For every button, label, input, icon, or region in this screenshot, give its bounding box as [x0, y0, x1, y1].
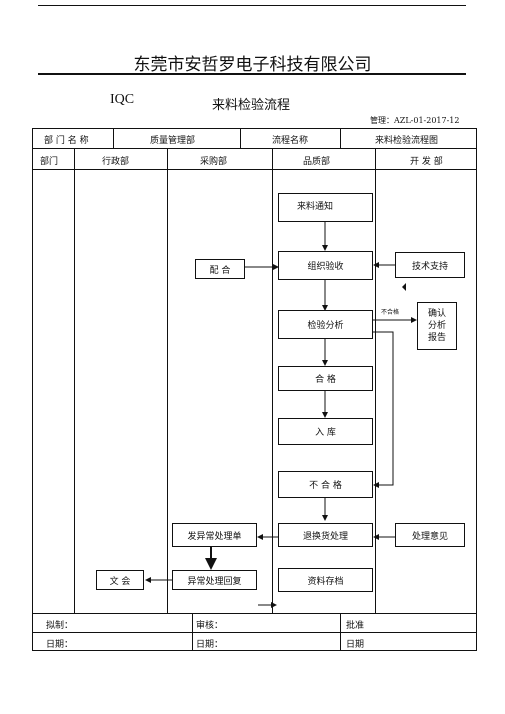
node-confirm-report: 确认 分析 报告: [417, 302, 457, 350]
node-handling-opinion: 处理意见: [395, 523, 465, 547]
col-line: [113, 128, 114, 148]
node-warehousing: 入 库: [278, 418, 373, 445]
node-document: 文 会: [96, 570, 144, 590]
lane-line: [272, 148, 273, 613]
company-underline: [38, 73, 466, 75]
dept-name-label: 部 门 名 称: [44, 136, 89, 146]
col-line: [240, 128, 241, 148]
footer-line: [192, 613, 193, 651]
node-organize-inspection: 组织验收: [278, 251, 373, 280]
footer-approved: 批准: [346, 621, 365, 631]
flow-name-label: 流程名称: [272, 136, 309, 146]
node-archive: 资料存档: [278, 568, 373, 592]
node-return-exchange: 退换货处理: [278, 523, 373, 547]
top-rule: [38, 5, 466, 6]
unqualified-note: 不合格: [381, 309, 400, 316]
col-header-rd: 开 发 部: [410, 157, 443, 167]
footer-reviewed: 审核：: [196, 621, 224, 631]
node-incoming-notice: 来料通知: [278, 193, 373, 222]
code-label: IQC: [110, 92, 135, 107]
node-qualified: 合 格: [278, 366, 373, 391]
row-line: [32, 613, 477, 614]
footer-date-1: 日期：: [46, 640, 74, 650]
col-header-dept: 部门: [40, 157, 59, 167]
form-table: [32, 128, 477, 651]
col-line: [340, 128, 341, 148]
lane-line: [74, 148, 75, 613]
node-issue-exception: 发异常处理单: [172, 523, 257, 547]
arrow-analysis-to-unqualified: [373, 331, 394, 488]
row-line: [32, 632, 477, 633]
node-cooperate: 配 合: [195, 259, 245, 279]
management-no: 管理：AZL-01-2017-12: [370, 116, 460, 125]
node-tech-support: 技术支持: [395, 252, 465, 278]
col-header-quality: 品质部: [303, 157, 331, 167]
node-unqualified: 不 合 格: [278, 471, 373, 498]
doc-title: 来料检验流程: [212, 98, 291, 113]
footer-prepared: 拟制：: [46, 621, 74, 631]
col-header-purchasing: 采购部: [200, 157, 228, 167]
row-line: [32, 148, 477, 149]
col-header-admin: 行政部: [102, 157, 130, 167]
node-inspection-analysis: 检验分析: [278, 310, 373, 339]
footer-line: [340, 613, 341, 651]
company-name: 东莞市安哲罗电子科技有限公司: [133, 55, 372, 75]
footer-date-2: 日期：: [196, 640, 224, 650]
dept-name-value: 质量管理部: [150, 136, 196, 146]
row-line: [32, 169, 477, 170]
arrow-tip-marker: [402, 283, 406, 291]
node-exception-reply: 异常处理回复: [172, 570, 257, 590]
lane-line: [167, 148, 168, 613]
flow-name-value: 来料检验流程图: [375, 136, 439, 146]
footer-date-3: 日期: [346, 640, 365, 650]
lane-line: [375, 148, 376, 613]
